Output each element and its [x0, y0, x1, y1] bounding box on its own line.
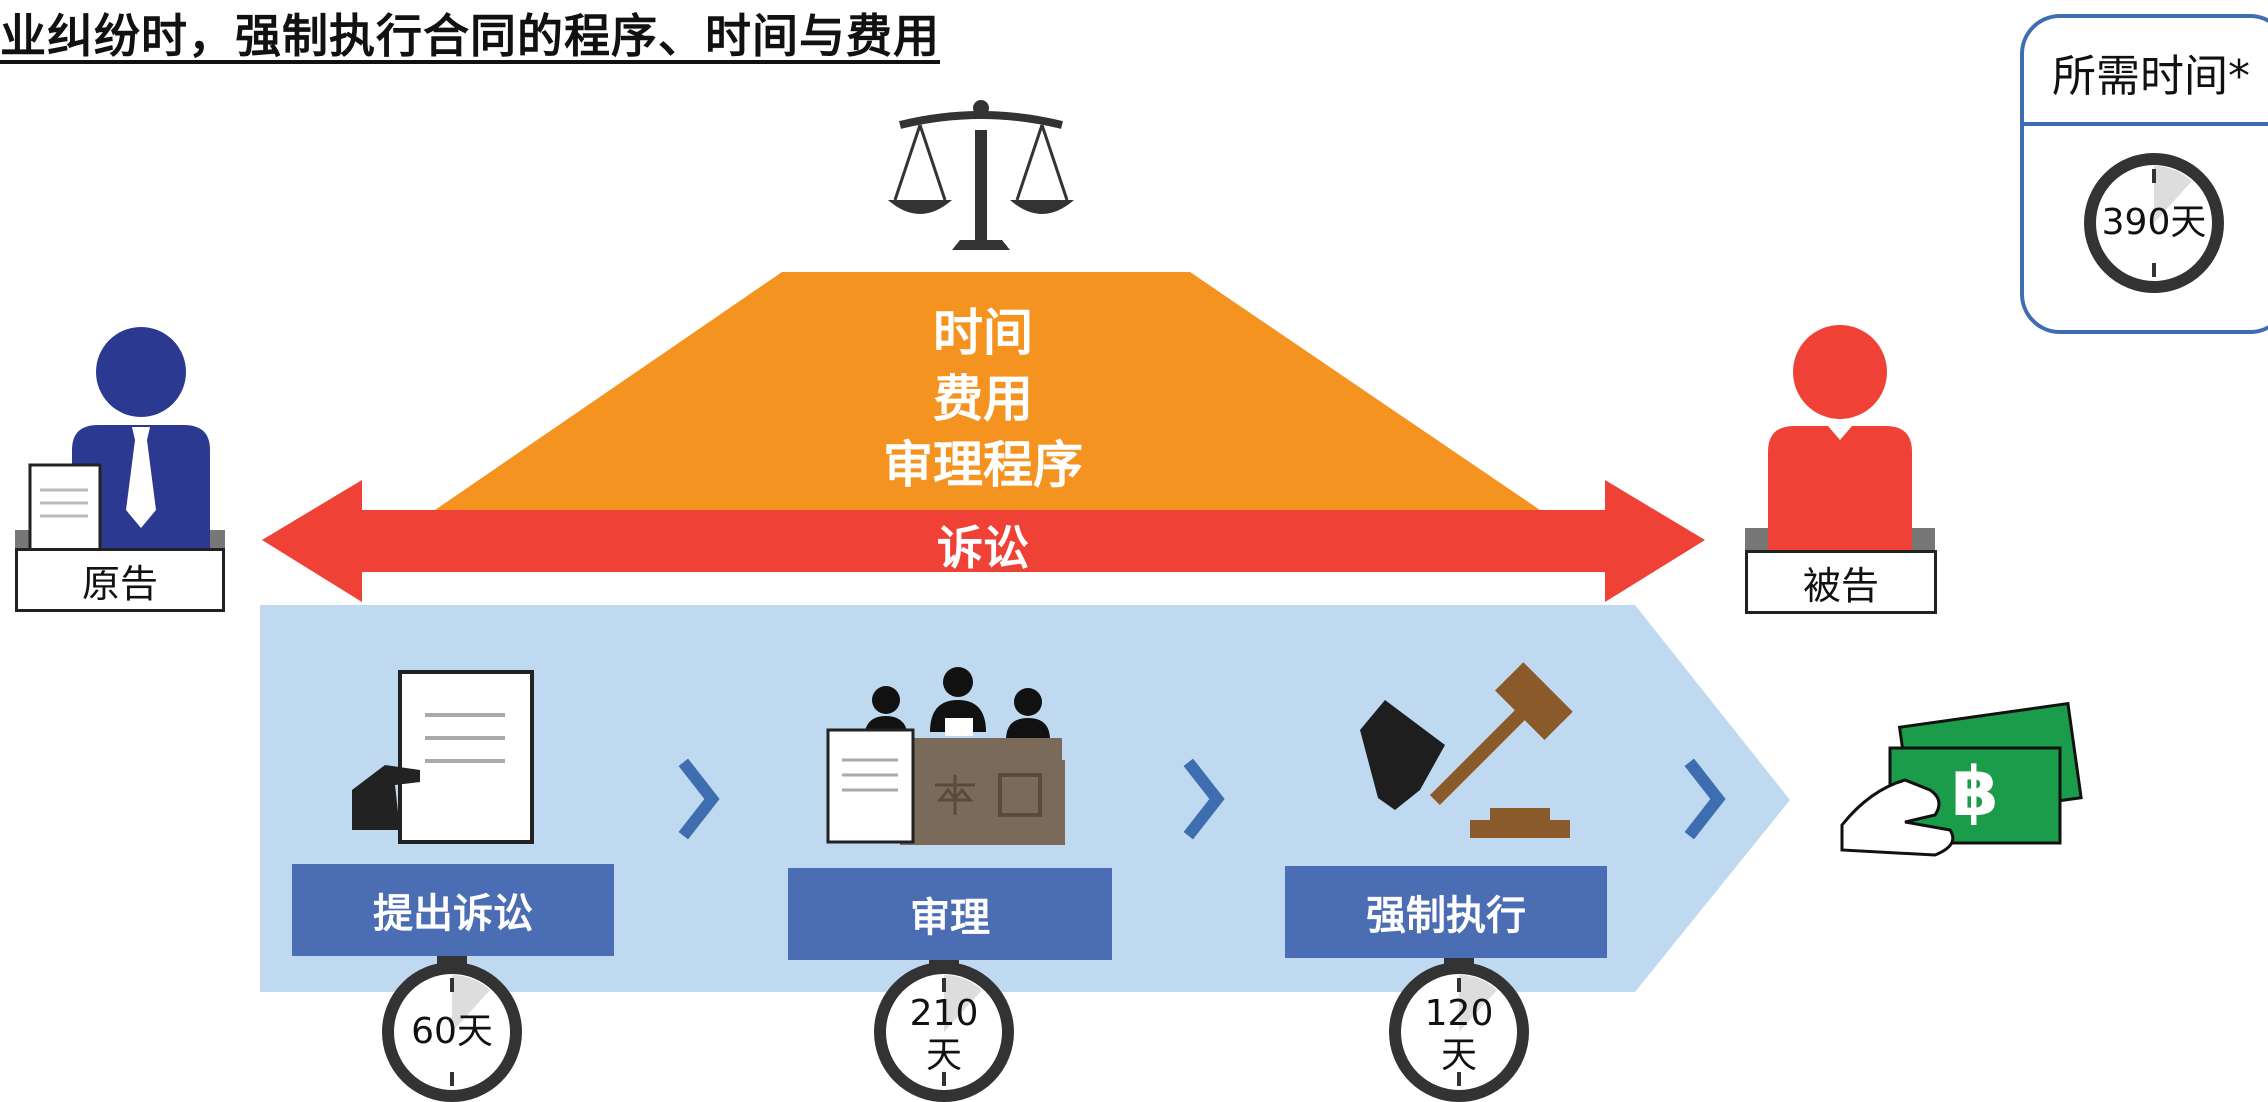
step-enforcement: 强制执行: [1285, 866, 1607, 958]
page-title: 业纠纷时，强制执行合同的程序、时间与费用: [0, 9, 940, 63]
plaintiff-person-icon: [15, 327, 225, 552]
step-time-trial: 210 天: [909, 993, 979, 1076]
chevron-right-icon: [1684, 758, 1726, 840]
factor-cost: 费用: [933, 370, 1033, 428]
clock-icon: [2084, 153, 2224, 293]
defendant-label: 被告: [1745, 550, 1937, 614]
gavel-hand-icon: [1360, 662, 1573, 838]
step-time-enforcement: 120 天: [1424, 993, 1494, 1076]
document-hand-icon: [352, 670, 534, 844]
svg-text:฿: ฿: [1951, 753, 1998, 832]
step-file-lawsuit: 提出诉讼: [292, 864, 614, 956]
step-trial: 审理: [788, 868, 1112, 960]
litigation-label: 诉讼: [937, 521, 1029, 575]
defendant-person-icon: [1745, 325, 1935, 550]
total-time-divider: [2024, 122, 2268, 126]
litigation-arrow: [262, 480, 1705, 602]
clock-icon: [874, 955, 1014, 1102]
clock-icon: [1389, 955, 1529, 1102]
scales-icon: [888, 100, 1074, 250]
total-time-value: 390天: [2101, 202, 2207, 243]
clock-icon: [382, 955, 522, 1102]
step-time-file-lawsuit: 60天: [411, 1011, 493, 1052]
factors-triangle: [435, 272, 1540, 510]
chevron-right-icon: [1183, 758, 1225, 840]
chevron-right-icon: [678, 758, 720, 840]
plaintiff-label: 原告: [15, 548, 225, 612]
money-hand-icon: ฿: [1840, 701, 2083, 857]
court-judges-icon: [826, 667, 1065, 845]
factor-procedure: 审理程序: [883, 436, 1083, 494]
total-time-panel: 所需时间* 390天: [2020, 14, 2268, 334]
factor-time: 时间: [933, 304, 1033, 362]
total-time-title: 所需时间*: [2052, 51, 2250, 102]
